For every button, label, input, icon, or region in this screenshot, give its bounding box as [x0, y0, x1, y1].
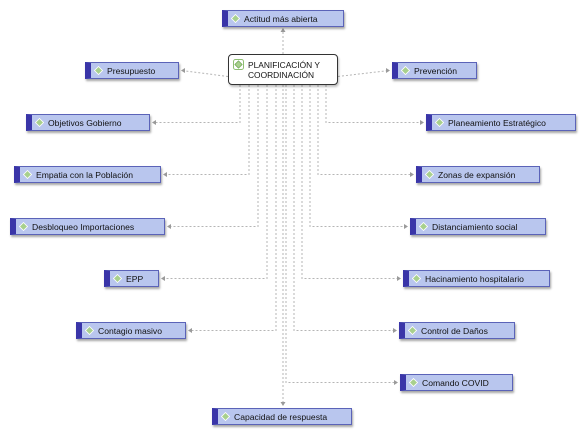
arrow-empatia: [163, 172, 167, 177]
arrow-distanciamiento: [404, 224, 408, 229]
diamond-icon: [401, 66, 410, 75]
diamond-icon: [233, 59, 244, 70]
node-presupuesto[interactable]: Presupuesto: [85, 62, 179, 79]
connector-presupuesto: [181, 70, 229, 77]
arrow-epp: [161, 276, 165, 281]
node-label: Actitud más abierta: [244, 13, 318, 24]
connector-control: [293, 85, 396, 331]
node-comando-covid[interactable]: Comando COVID: [400, 374, 513, 391]
connector-objetivos: [153, 85, 241, 123]
diamond-icon: [435, 118, 444, 127]
connector-epp: [162, 85, 268, 279]
connector-planeamiento: [325, 85, 423, 123]
arrow-hacinamiento: [397, 276, 401, 281]
diamond-icon: [19, 222, 28, 231]
diamond-icon: [35, 118, 44, 127]
diamond-icon: [408, 326, 417, 335]
node-planeamiento-estrategico[interactable]: Planeamiento Estratégico: [426, 114, 576, 131]
connector-empatia: [164, 85, 250, 175]
connector-prevencion: [337, 70, 390, 77]
diamond-icon: [221, 412, 230, 421]
central-topic[interactable]: PLANIFICACIÓN Y COORDINACIÓN: [228, 54, 338, 85]
node-empatia-con-la-poblacion[interactable]: Empatia con la Población: [14, 166, 161, 183]
node-label: Empatia con la Población: [36, 169, 133, 180]
connector-zonas: [317, 85, 413, 175]
node-zonas-de-expansion[interactable]: Zonas de expansión: [416, 166, 540, 183]
arrow-objetivos: [152, 120, 156, 125]
node-objetivos-gobierno[interactable]: Objetivos Gobierno: [26, 114, 150, 131]
node-epp[interactable]: EPP: [104, 270, 159, 287]
node-desbloqueo-importaciones[interactable]: Desbloqueo Importaciones: [10, 218, 165, 235]
connector-distanciamiento: [309, 85, 407, 227]
node-contagio-masivo[interactable]: Contagio masivo: [76, 322, 186, 339]
node-label: Capacidad de respuesta: [234, 411, 328, 422]
node-capacidad-de-respuesta[interactable]: Capacidad de respuesta: [212, 408, 352, 425]
diamond-icon: [23, 170, 32, 179]
arrow-planeamiento: [420, 120, 424, 125]
node-label: Desbloqueo Importaciones: [32, 221, 135, 232]
node-label: Objetivos Gobierno: [48, 117, 122, 128]
arrow-desbloqueo: [167, 224, 171, 229]
arrow-contagio: [188, 328, 192, 333]
connector-desbloqueo: [168, 85, 259, 227]
arrow-prevencion: [386, 68, 390, 73]
diamond-icon: [85, 326, 94, 335]
node-distanciamiento-social[interactable]: Distanciamiento social: [410, 218, 546, 235]
central-topic-line2: COORDINACIÓN: [248, 69, 315, 80]
node-control-de-danos[interactable]: Control de Daños: [399, 322, 515, 339]
node-label: Distanciamiento social: [432, 221, 518, 232]
connector-hacinamiento: [301, 85, 400, 279]
arrow-capacidad: [280, 402, 286, 406]
central-topic-line1: PLANIFICACIÓN Y: [248, 59, 320, 70]
node-label: EPP: [126, 273, 144, 284]
arrow-comando: [394, 380, 398, 385]
node-label: Control de Daños: [421, 325, 488, 336]
diamond-icon: [231, 14, 240, 23]
node-hacinamiento-hospitalario[interactable]: Hacinamiento hospitalario: [403, 270, 550, 287]
diamond-icon: [409, 378, 418, 387]
diamond-icon: [94, 66, 103, 75]
node-label: Presupuesto: [107, 65, 156, 76]
arrow-actitud: [280, 28, 286, 32]
arrow-zonas: [410, 172, 414, 177]
node-label: Planeamiento Estratégico: [448, 117, 546, 128]
node-prevencion[interactable]: Prevención: [392, 62, 477, 79]
node-label: Comando COVID: [422, 377, 489, 388]
node-actitud-mas-abierta[interactable]: Actitud más abierta: [222, 10, 344, 27]
diamond-icon: [412, 274, 421, 283]
diamond-icon: [419, 222, 428, 231]
node-label: Contagio masivo: [98, 325, 163, 336]
arrow-presupuesto: [181, 68, 185, 73]
diamond-icon: [425, 170, 434, 179]
node-label: Zonas de expansión: [438, 169, 516, 180]
connector-contagio: [189, 85, 277, 331]
arrow-control: [393, 328, 397, 333]
node-label: Prevención: [414, 65, 457, 76]
diamond-icon: [113, 274, 122, 283]
node-label: Hacinamiento hospitalario: [425, 273, 524, 284]
connector-comando: [285, 85, 397, 383]
